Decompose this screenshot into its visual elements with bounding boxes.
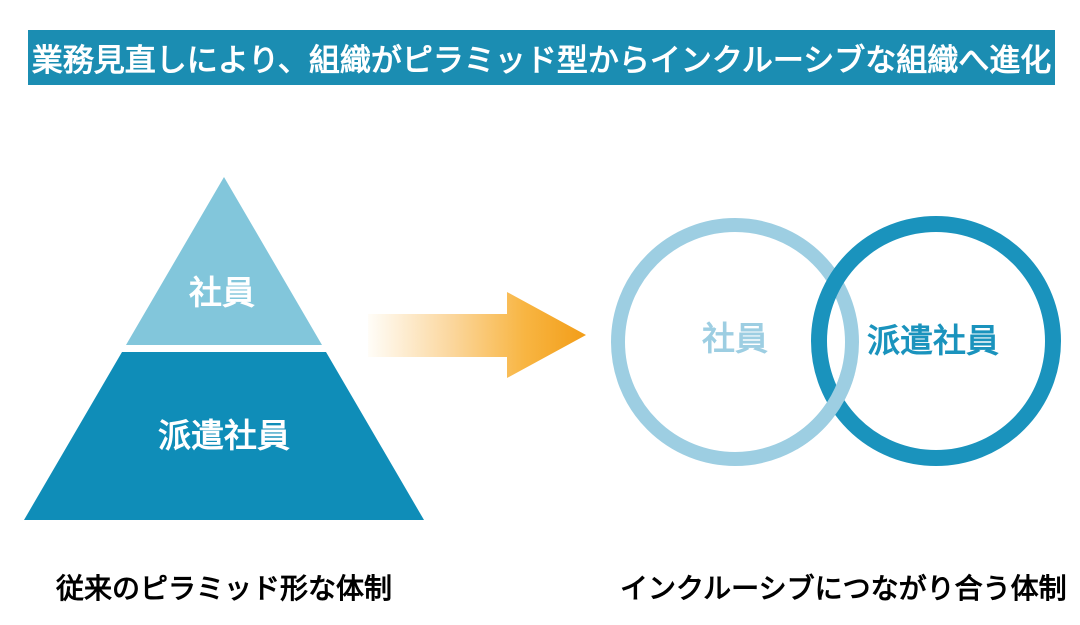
pyramid-bottom-label: 派遣社員 bbox=[158, 417, 290, 454]
left-circle-label: 社員 bbox=[702, 320, 768, 357]
header-banner: 業務見直しにより、組織がピラミッド型からインクルーシブな組織へ進化 bbox=[28, 30, 1055, 85]
header-title: 業務見直しにより、組織がピラミッド型からインクルーシブな組織へ進化 bbox=[31, 43, 1052, 78]
circle-interlock-arc bbox=[789, 370, 855, 450]
pyramid-bottom-segment bbox=[24, 352, 424, 520]
left-circle bbox=[611, 218, 859, 466]
right-circle-label: 派遣社員 bbox=[867, 322, 999, 359]
transform-arrow-icon bbox=[368, 292, 586, 378]
pyramid-top-label: 社員 bbox=[189, 274, 255, 311]
pyramid-top-segment bbox=[126, 177, 322, 345]
caption-pyramid-structure: 従来のピラミッド形な体制 bbox=[55, 573, 392, 604]
right-circle bbox=[811, 216, 1061, 466]
caption-inclusive-structure: インクルーシブにつながり合う体制 bbox=[620, 573, 1067, 604]
